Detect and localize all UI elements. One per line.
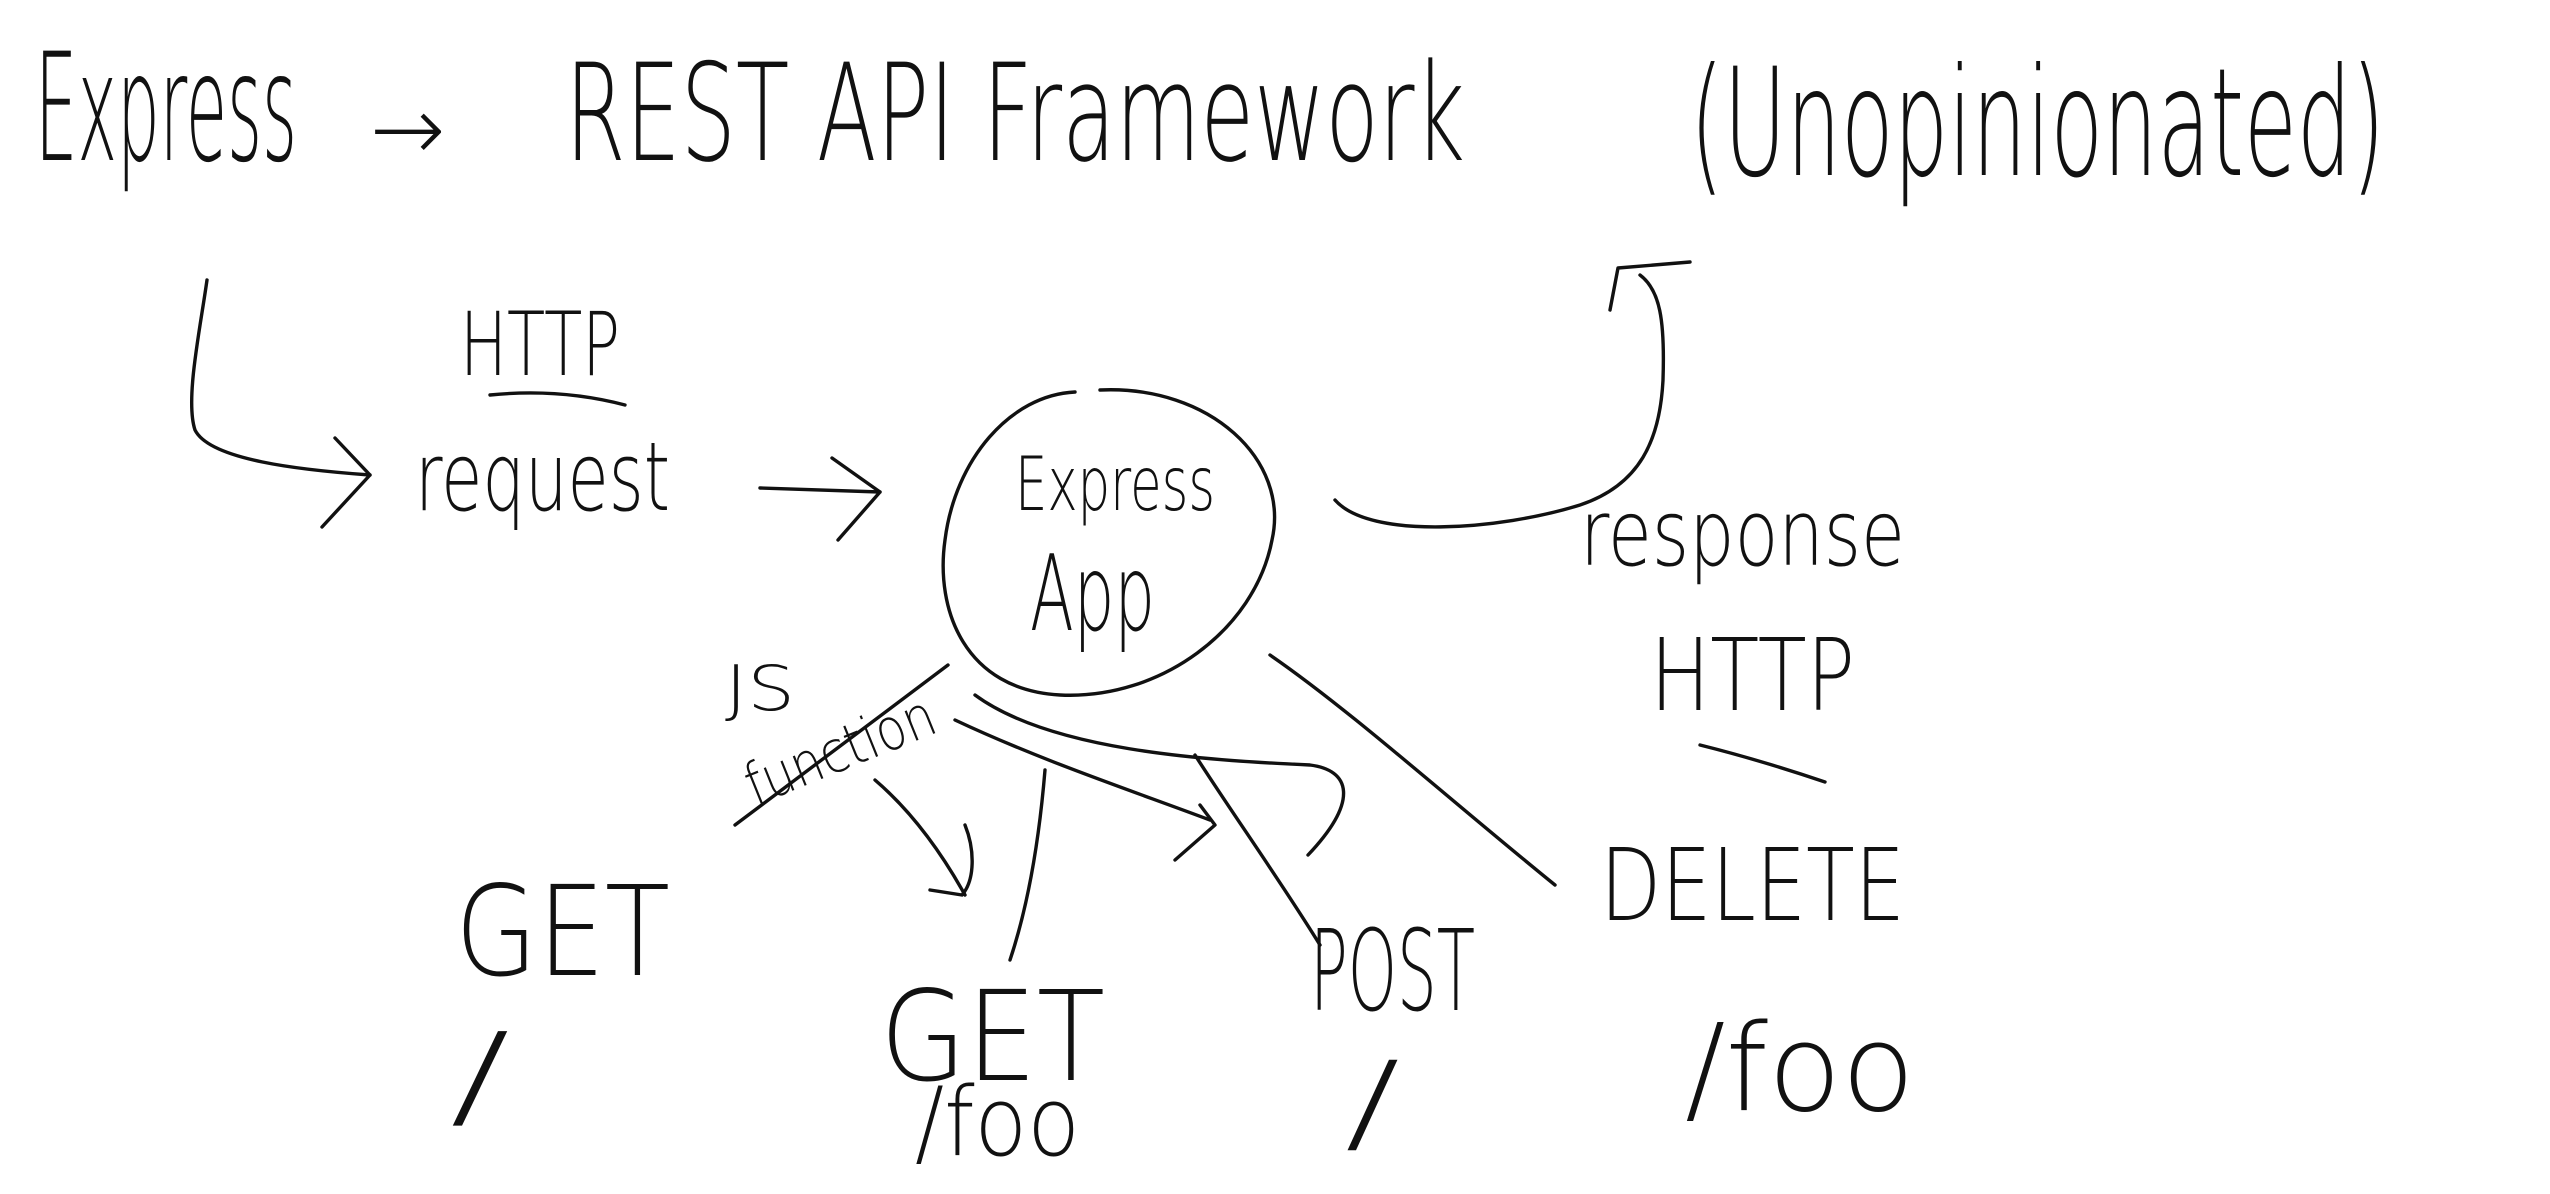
curve-arrow-to-request [189, 278, 372, 477]
request-label: HTTP request [415, 293, 670, 533]
request-protocol-label: HTTP [460, 293, 620, 396]
request-word-label: request [415, 423, 670, 533]
route-delete-foo-method: DELETE [1600, 827, 1905, 944]
title-row: Express → REST API Framework (Unopiniona… [35, 22, 2385, 211]
response-protocol-label: HTTP [1650, 617, 1855, 734]
route-get-root-path: / [450, 1009, 510, 1143]
route-delete-foo: DELETE /foo [1600, 827, 1915, 1139]
handler-note-line1: JS [725, 652, 795, 725]
express-app-node: Express App [941, 388, 1277, 697]
line-app-to-delete [1268, 653, 1557, 887]
title-express-label: Express [35, 22, 297, 196]
arrow-request-to-app [758, 486, 882, 494]
arrow-app-to-get-foo [873, 778, 967, 897]
route-post-root-path: / [1345, 1038, 1400, 1166]
route-delete-foo-path: /foo [1685, 1000, 1915, 1139]
route-get-foo-path: /foo [915, 1068, 1080, 1178]
arrow-response-head [1608, 260, 1692, 312]
arrow-request-to-app-head [830, 456, 882, 542]
route-post-root-method: POST [1310, 907, 1475, 1037]
arrow-app-to-get-foo-head [928, 823, 974, 897]
line-app-to-get-root [733, 663, 950, 827]
curve-arrow-to-request-head [320, 436, 372, 529]
title-note-label: (Unopinionated) [1690, 37, 2385, 211]
response-word-label: response [1580, 480, 1905, 587]
route-get-root-method: GET [455, 860, 670, 1005]
response-underline [1698, 743, 1827, 784]
route-get-foo-method: GET [880, 965, 1105, 1110]
title-arrow: → [370, 77, 445, 182]
express-app-line1: Express [1015, 440, 1215, 528]
line-app-to-get-foo [1008, 768, 1047, 962]
route-post-root: POST / [1310, 907, 1475, 1166]
arrow-app-to-post [953, 718, 1212, 822]
arrow-app-to-delete-loop [973, 693, 1346, 857]
arrow-response [1333, 273, 1666, 529]
handler-note: JS function [725, 652, 945, 819]
title-subject-label: REST API Framework [565, 35, 1465, 192]
route-get-root: GET / [450, 860, 670, 1143]
route-get-foo: GET /foo [880, 965, 1105, 1178]
express-app-line2: App [1030, 533, 1155, 655]
response-label: response HTTP [1580, 480, 1905, 784]
arrow-app-to-post-head [1173, 803, 1217, 862]
request-underline [488, 391, 627, 407]
line-app-to-post [1193, 753, 1322, 947]
express-app-circle [941, 388, 1277, 697]
